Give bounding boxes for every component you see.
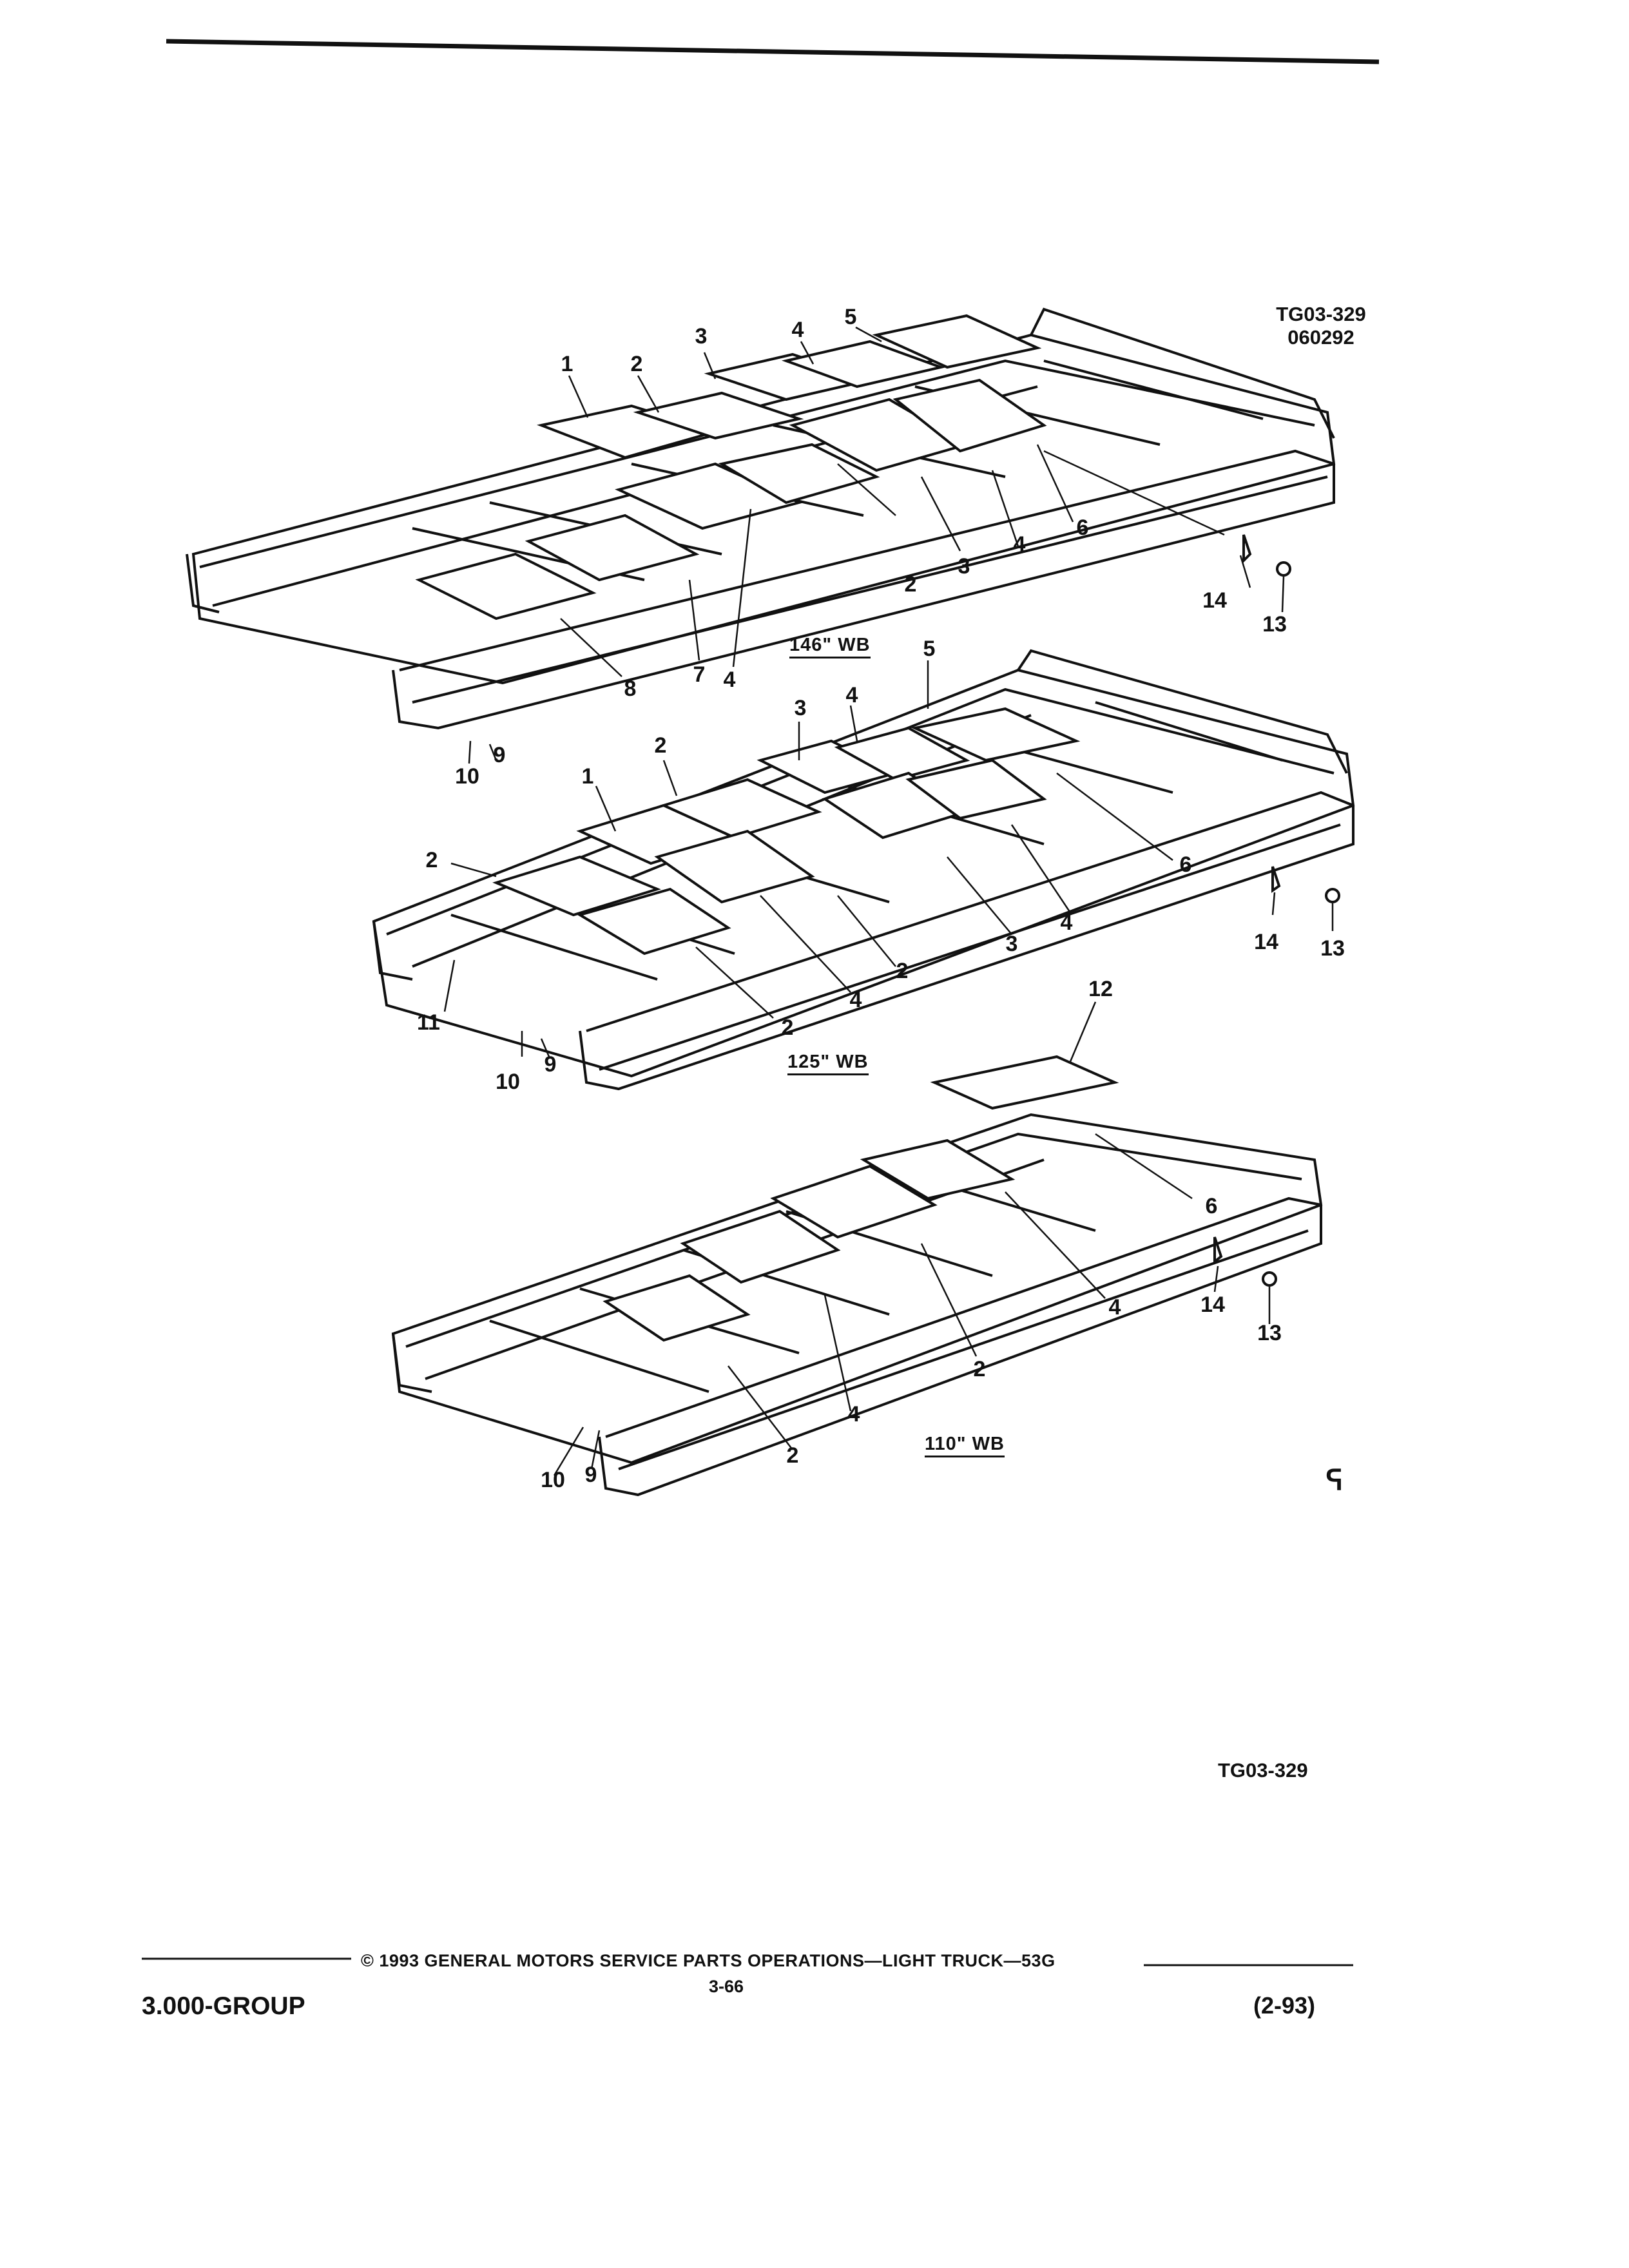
panel-2-125 <box>492 855 661 917</box>
callout: 3 <box>958 554 970 579</box>
frame-110-wb <box>391 1055 1323 1497</box>
footer-date: (2-93) <box>1253 1992 1316 2019</box>
callout: 9 <box>544 1052 557 1077</box>
callout: 2 <box>781 1015 794 1040</box>
leaders-125 <box>443 660 1334 1057</box>
callout: 1 <box>561 352 574 376</box>
frame-146-wb <box>186 307 1336 730</box>
callout: 4 <box>847 1402 860 1427</box>
callout: 2 <box>786 1443 799 1468</box>
callout: 7 <box>693 662 706 687</box>
callout: 4 <box>849 988 862 1012</box>
panel-4-125 <box>834 726 970 782</box>
callout: 3 <box>794 696 807 720</box>
leaders-110 <box>553 1001 1271 1476</box>
callout: 2 <box>425 848 438 872</box>
callout: 5 <box>844 305 857 329</box>
callout: 4 <box>723 668 736 692</box>
callout: 9 <box>493 743 506 767</box>
top-rule <box>166 39 1380 64</box>
callout: 4 <box>1013 532 1026 557</box>
callout: 4 <box>791 318 804 342</box>
callout: 2 <box>973 1357 986 1381</box>
panel-4 <box>781 340 946 389</box>
panel-5 <box>872 314 1042 369</box>
panel-2b-125 <box>660 778 822 840</box>
callout: 6 <box>1076 515 1089 540</box>
callout: 8 <box>624 677 637 701</box>
footer-copyright: © 1993 GENERAL MOTORS SERVICE PARTS OPER… <box>361 1951 1055 1970</box>
corner-mark: ᕋ <box>1326 1465 1344 1496</box>
panel-2 <box>633 391 804 440</box>
callout: 14 <box>1254 930 1278 954</box>
callout: 14 <box>1202 588 1227 613</box>
callout: 2 <box>630 352 643 376</box>
callout: 12 <box>1088 977 1113 1001</box>
footer-group: 3.000-GROUP <box>142 1992 305 2020</box>
panel-5-125 <box>911 707 1081 762</box>
callout: 13 <box>1257 1321 1282 1345</box>
wheelbase-label-110: 110" WB <box>925 1434 1005 1457</box>
footer-page-number: 3-66 <box>709 1977 744 1996</box>
callout: 14 <box>1200 1293 1225 1317</box>
drawing-number: TG03-329 <box>1276 303 1366 325</box>
callout: 10 <box>455 764 479 789</box>
callout: 13 <box>1262 612 1287 637</box>
callout: 6 <box>1179 852 1192 877</box>
wheelbase-label-146: 146" WB <box>789 635 871 658</box>
frame-125-outline <box>372 668 1355 1078</box>
callout: 3 <box>695 324 708 349</box>
leaders-146 <box>468 326 1285 764</box>
callout: 4 <box>845 683 858 707</box>
callout: 1 <box>581 764 594 789</box>
callout: 11 <box>417 1010 440 1035</box>
drawing-date-code: 060292 <box>1287 326 1354 349</box>
callout: 9 <box>584 1463 597 1487</box>
drawing-reference-top: TG03-329 060292 <box>1257 303 1385 349</box>
callout: 2 <box>896 959 909 983</box>
callout: 10 <box>496 1070 520 1094</box>
wheelbase-label-125: 125" WB <box>787 1052 869 1075</box>
panel-12-110 <box>930 1055 1119 1110</box>
frame-125-wb <box>372 649 1355 1091</box>
callout: 2 <box>654 733 667 758</box>
callout: 10 <box>541 1468 565 1492</box>
callout: 3 <box>1005 932 1018 956</box>
callout: 5 <box>923 637 936 661</box>
drawing-reference-bottom: TG03-329 <box>1218 1759 1308 1782</box>
callout: 4 <box>1108 1295 1121 1320</box>
callout: 4 <box>1060 910 1073 935</box>
callout: 13 <box>1320 936 1345 961</box>
callout: 2 <box>904 572 917 597</box>
callout: 6 <box>1205 1194 1218 1218</box>
